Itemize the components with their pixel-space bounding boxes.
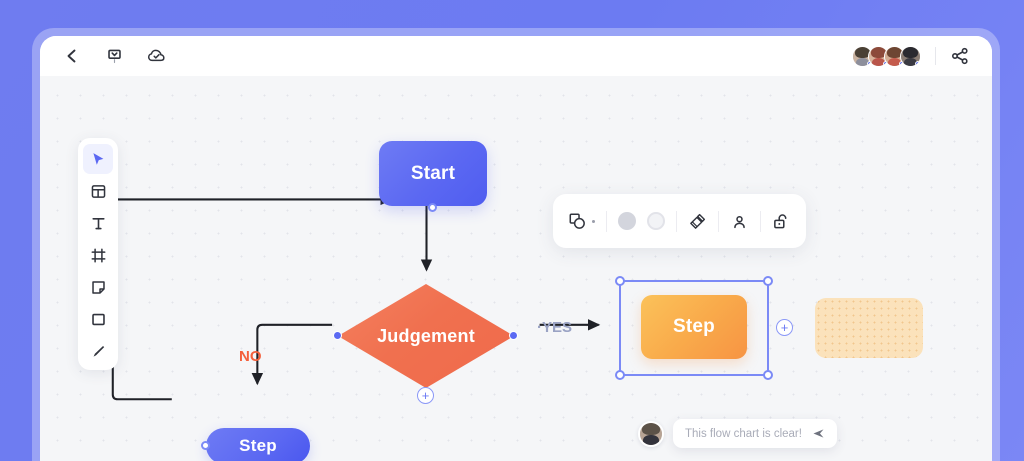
top-bar (40, 36, 992, 76)
selection-frame[interactable] (615, 276, 773, 380)
share-icon[interactable] (950, 46, 970, 66)
toolbar-divider (935, 47, 936, 65)
assign-member[interactable] (730, 212, 749, 231)
format-painter[interactable] (688, 212, 707, 231)
app-window: Start Judgement + Step + Step ·YES NO (40, 36, 992, 461)
pen-tool[interactable] (83, 336, 113, 366)
flow-node-judgement[interactable]: Judgement (338, 284, 514, 388)
flow-node-step-no[interactable]: Step (206, 428, 310, 461)
resize-handle-bottom-left[interactable] (615, 370, 625, 380)
document-title-icon[interactable] (104, 46, 124, 66)
comment-text: This flow chart is clear! (685, 427, 802, 440)
comment-box[interactable]: This flow chart is clear! (673, 419, 837, 448)
whiteboard-canvas[interactable]: Start Judgement + Step + Step ·YES NO (40, 76, 992, 461)
lock-toggle[interactable] (772, 212, 791, 231)
toolbar-divider (718, 210, 719, 232)
frame-tool[interactable] (83, 240, 113, 270)
tool-palette (78, 138, 118, 370)
resize-handle-top-left[interactable] (615, 276, 625, 286)
back-chevron-icon[interactable] (62, 46, 82, 66)
add-node-button-judgement[interactable]: + (417, 387, 434, 404)
chevron-down-icon (592, 219, 595, 223)
rectangle-tool[interactable] (83, 304, 113, 334)
toolbar-divider (606, 210, 607, 232)
flow-node-step-yes[interactable]: Step (641, 295, 747, 359)
cloud-saved-icon[interactable] (146, 46, 166, 66)
top-bar-left-group (62, 46, 166, 66)
flow-node-label: Step (239, 436, 277, 455)
flow-node-label: Start (410, 162, 456, 184)
edge-label-no: NO (239, 348, 262, 365)
flow-node-label: Step (673, 316, 715, 337)
template-tool[interactable] (83, 176, 113, 206)
stroke-color[interactable] (647, 212, 665, 230)
online-status-dot (899, 60, 904, 66)
comment-row: This flow chart is clear! (638, 419, 837, 448)
comment-avatar[interactable] (638, 420, 664, 447)
online-status-dot (915, 60, 920, 66)
stroke-color-swatch (647, 212, 665, 230)
app-outer-frame: Start Judgement + Step + Step ·YES NO (32, 28, 1000, 461)
fill-color-swatch (618, 212, 636, 230)
avatar[interactable] (868, 45, 889, 67)
text-tool[interactable] (83, 208, 113, 238)
add-node-button-step-yes[interactable]: + (776, 319, 793, 336)
online-status-dot (883, 60, 888, 66)
online-status-dot (867, 60, 872, 66)
toolbar-divider (760, 210, 761, 232)
avatar[interactable] (884, 45, 905, 67)
connector-anchor-judgement-right[interactable] (509, 331, 518, 340)
connector-anchor-step-no-left[interactable] (201, 441, 210, 450)
connector-layer (111, 193, 601, 401)
avatar[interactable] (852, 45, 873, 67)
sticky-note-tool[interactable] (83, 272, 113, 302)
avatar[interactable] (900, 45, 921, 67)
connector-anchor-start-bottom[interactable] (428, 203, 437, 212)
fill-color[interactable] (618, 212, 636, 230)
send-icon[interactable] (812, 427, 825, 440)
top-bar-right-group (852, 45, 970, 67)
shape-format-toolbar (553, 194, 806, 248)
resize-handle-bottom-right[interactable] (763, 370, 773, 380)
flow-node-start[interactable]: Start (379, 141, 487, 206)
connector-anchor-judgement-left[interactable] (333, 331, 342, 340)
edge-label-yes: ·YES (537, 319, 573, 336)
select-tool[interactable] (83, 144, 113, 174)
toolbar-divider (676, 210, 677, 232)
shape-picker[interactable] (568, 212, 595, 231)
ghost-placeholder-node[interactable] (815, 298, 923, 358)
flow-node-label: Judgement (377, 325, 475, 346)
collaborator-avatars (852, 45, 921, 67)
resize-handle-top-right[interactable] (763, 276, 773, 286)
